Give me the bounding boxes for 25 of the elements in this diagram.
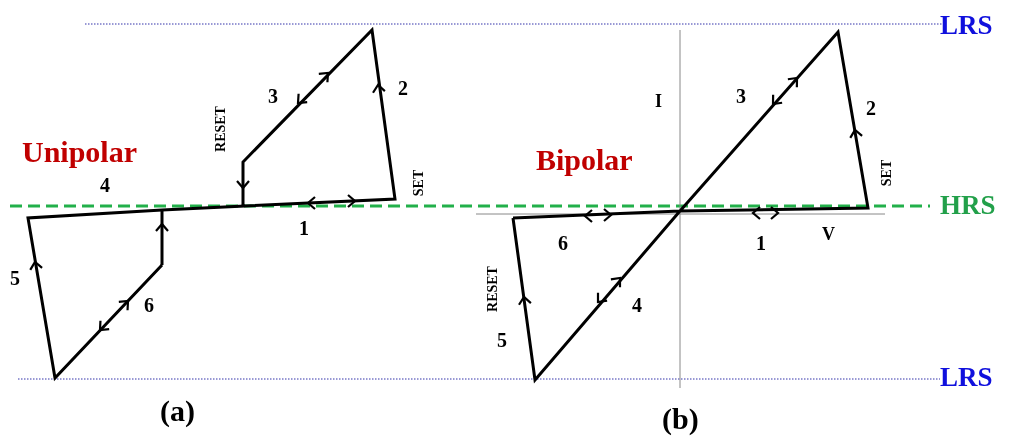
segment-number: 6 xyxy=(144,295,154,315)
segment-number: 4 xyxy=(632,295,642,315)
state-label: HRS xyxy=(940,192,996,219)
segment-number: 3 xyxy=(736,86,746,106)
axis-label: I xyxy=(655,92,662,110)
switching-label: SET xyxy=(880,159,895,187)
panel-label: (b) xyxy=(662,404,699,434)
segment-number: 5 xyxy=(497,330,507,350)
switching-label: SET xyxy=(412,169,427,197)
mode-title: Bipolar xyxy=(536,145,633,175)
axis-label: V xyxy=(822,225,835,243)
segment-number: 1 xyxy=(756,233,766,253)
state-label: LRS xyxy=(940,364,993,391)
switching-label: RESET xyxy=(213,106,228,152)
panel-label: (a) xyxy=(160,396,195,426)
segment-number: 2 xyxy=(866,98,876,118)
segment-number: 5 xyxy=(10,268,20,288)
segment-number: 2 xyxy=(398,78,408,98)
segment-number: 1 xyxy=(299,218,309,238)
state-label: LRS xyxy=(940,12,993,39)
segment-number: 3 xyxy=(268,86,278,106)
mode-title: Unipolar xyxy=(22,137,138,167)
switching-label: RESET xyxy=(485,266,500,312)
segment-number: 6 xyxy=(558,233,568,253)
segment-number: 4 xyxy=(100,175,110,195)
